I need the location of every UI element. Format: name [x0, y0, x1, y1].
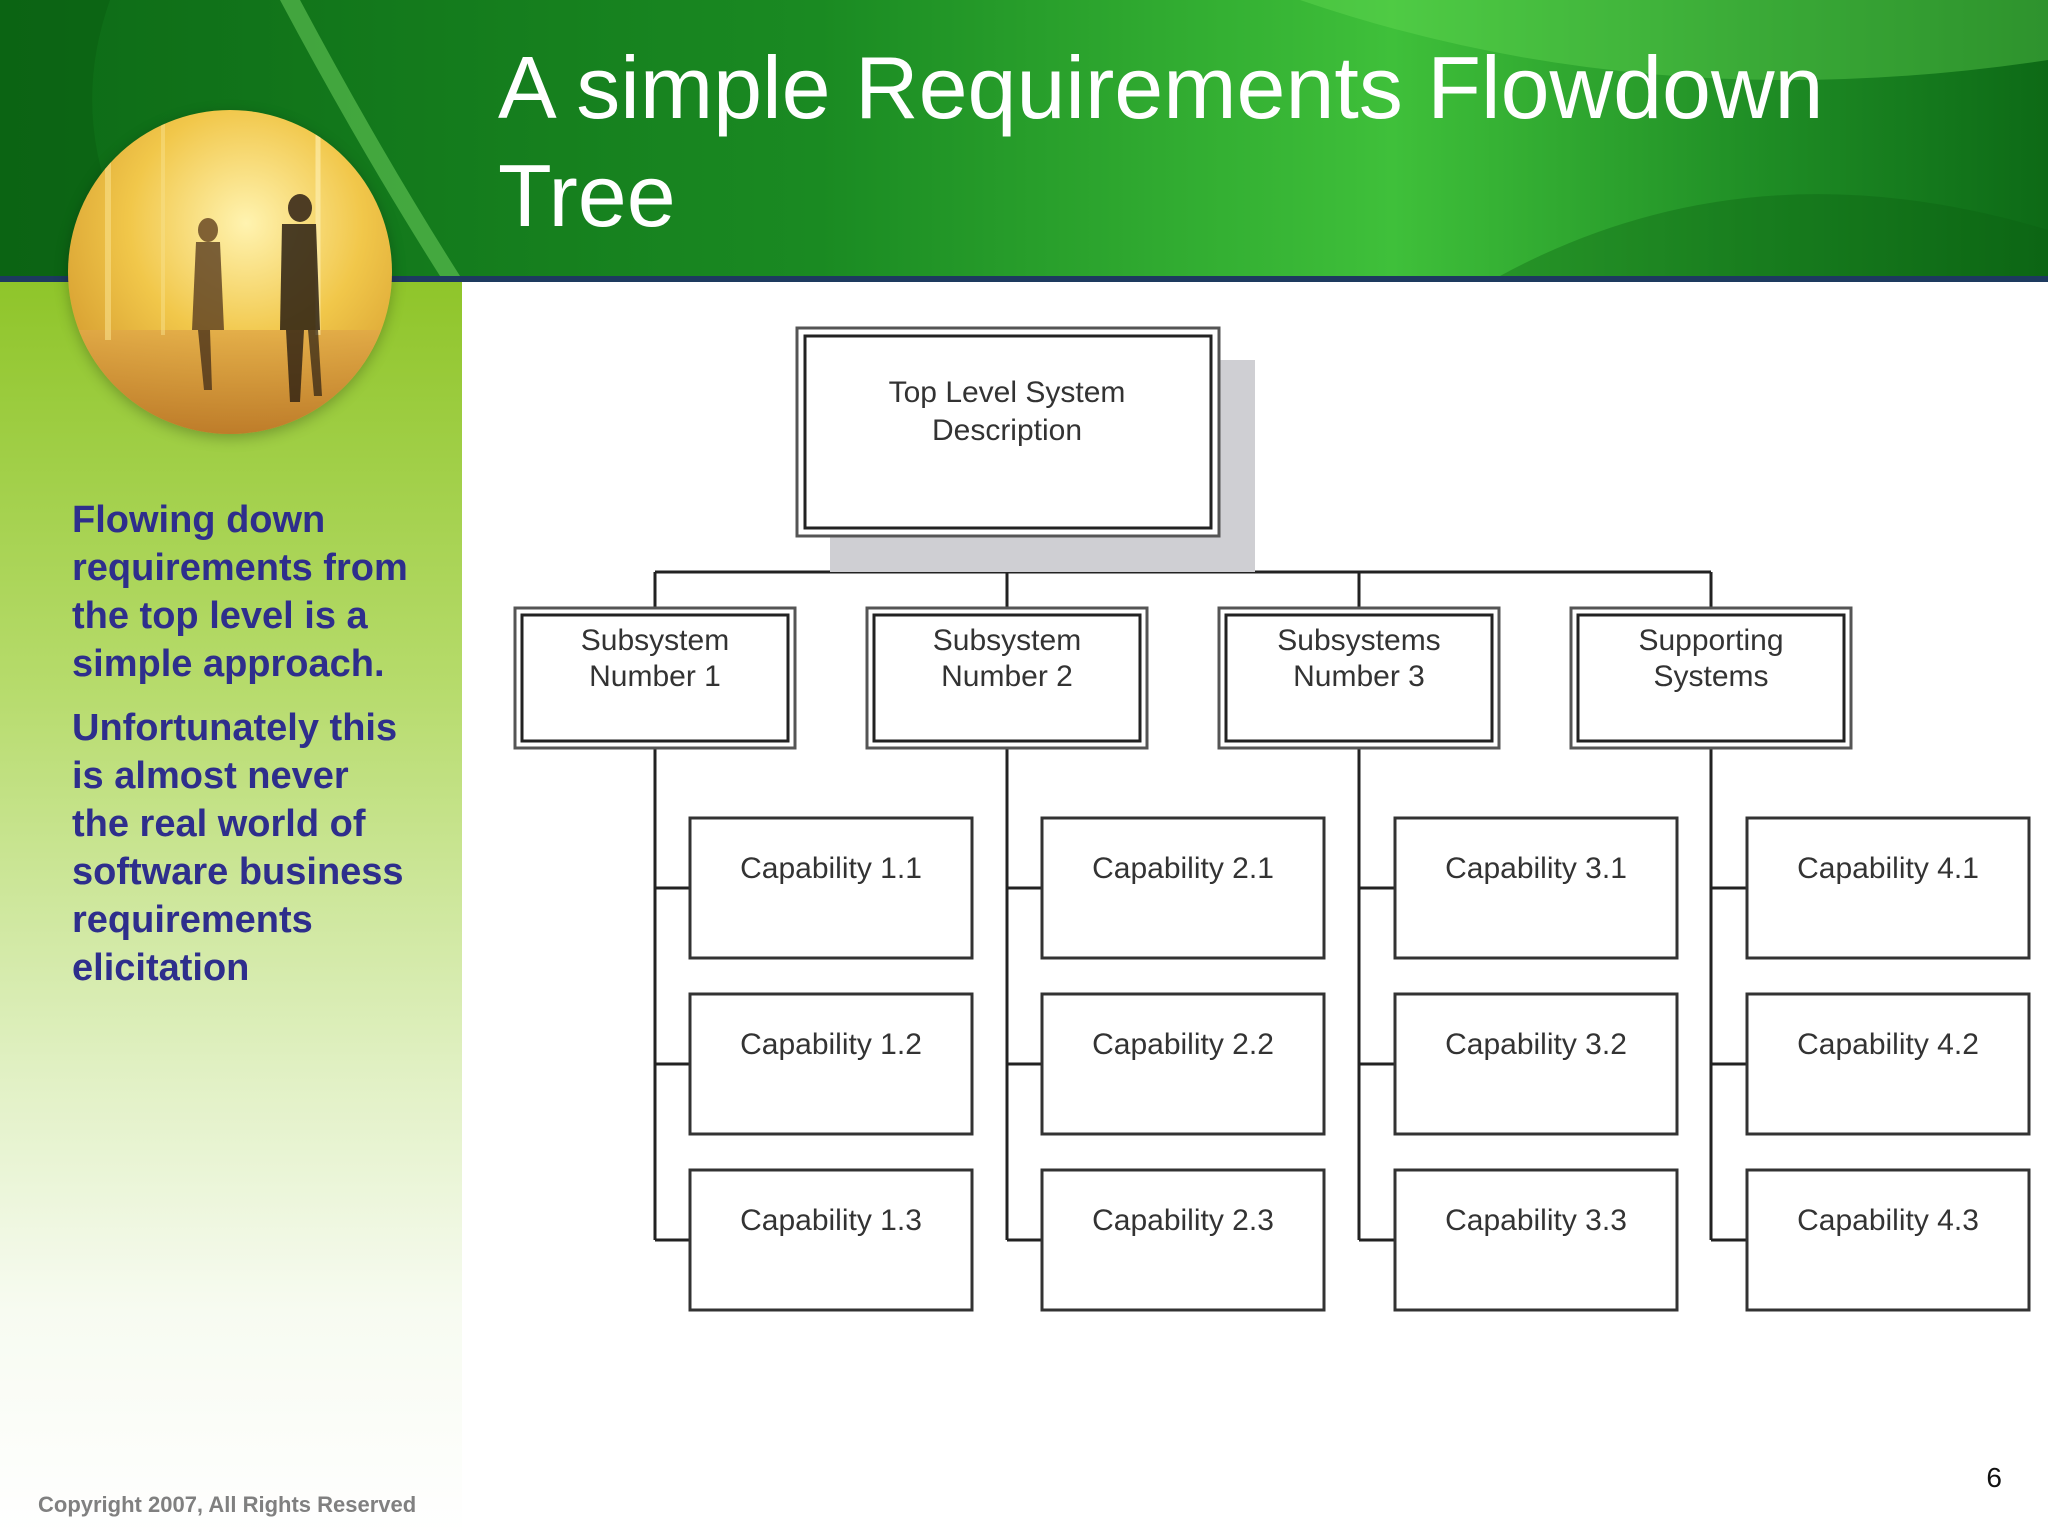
capability-boxes [688, 816, 2031, 1312]
capability-label-4-2: Capability 4.2 [1797, 1028, 1979, 1061]
page-number: 6 [1986, 1462, 2002, 1493]
subsystem-4-label-line1: Supporting [1638, 624, 1783, 657]
slide-title-line1: A simple Requirements Flowdown [498, 38, 1824, 137]
capability-box-3-2 [1393, 992, 1679, 1136]
top-level-label-line1: Top Level System [889, 376, 1126, 409]
subsystem-1-label-line1: Subsystem [581, 624, 729, 657]
capability-label-1-1: Capability 1.1 [740, 852, 922, 885]
capability-label-4-1: Capability 4.1 [1797, 852, 1979, 885]
capability-box-2-3 [1040, 1168, 1326, 1312]
capability-label-3-1: Capability 3.1 [1445, 852, 1627, 885]
subsystem-4-label-line2: Systems [1653, 660, 1768, 693]
copyright-notice: Copyright 2007, All Rights Reserved [38, 1492, 417, 1517]
capability-label-1-3: Capability 1.3 [740, 1204, 922, 1237]
capability-label-3-2: Capability 3.2 [1445, 1028, 1627, 1061]
capability-label-2-2: Capability 2.2 [1092, 1028, 1274, 1061]
subsystem-box-2: Subsystem Number 2 [865, 606, 1149, 750]
capability-box-3-1 [1393, 816, 1679, 960]
capability-label-4-3: Capability 4.3 [1797, 1204, 1979, 1237]
capability-box-4-2 [1745, 992, 2031, 1136]
capability-box-2-1 [1040, 816, 1326, 960]
subsystem-3-label-line2: Number 3 [1293, 660, 1425, 693]
capability-box-1-2 [688, 992, 974, 1136]
capability-label-1-2: Capability 1.2 [740, 1028, 922, 1061]
capability-label-2-1: Capability 2.1 [1092, 852, 1274, 885]
top-level-label-line2: Description [932, 414, 1082, 447]
capability-label-3-3: Capability 3.3 [1445, 1204, 1627, 1237]
slide-title-line2: Tree [498, 146, 676, 245]
slide-title: A simple Requirements Flowdown Tree [498, 34, 1998, 250]
capability-box-1-3 [688, 1168, 974, 1312]
side-note-simple-approach: Flowing down requirements from the top l… [72, 499, 408, 685]
header-divider [0, 276, 2048, 282]
capability-box-4-3 [1745, 1168, 2031, 1312]
capability-box-1-1 [688, 816, 974, 960]
subsystem-3-label-line1: Subsystems [1277, 624, 1440, 657]
subsystem-box-3: Subsystems Number 3 [1217, 606, 1501, 750]
subsystem-2-label-line1: Subsystem [933, 624, 1081, 657]
subsystem-2-label-line2: Number 2 [941, 660, 1073, 693]
sidebar-panel [0, 282, 462, 1536]
subsystem-box-1: Subsystem Number 1 [513, 606, 797, 750]
capability-box-3-3 [1393, 1168, 1679, 1312]
capability-box-2-2 [1040, 992, 1326, 1136]
side-notes: Flowing down requirements from the top l… [72, 496, 412, 1008]
top-level-system-box: Top Level System Description [795, 326, 1255, 572]
subsystem-1-label-line2: Number 1 [589, 660, 721, 693]
subsystem-box-4: Supporting Systems [1569, 606, 1853, 750]
capability-label-2-3: Capability 2.3 [1092, 1204, 1274, 1237]
side-note-real-world: Unfortunately this is almost never the r… [72, 707, 404, 989]
capability-box-4-1 [1745, 816, 2031, 960]
